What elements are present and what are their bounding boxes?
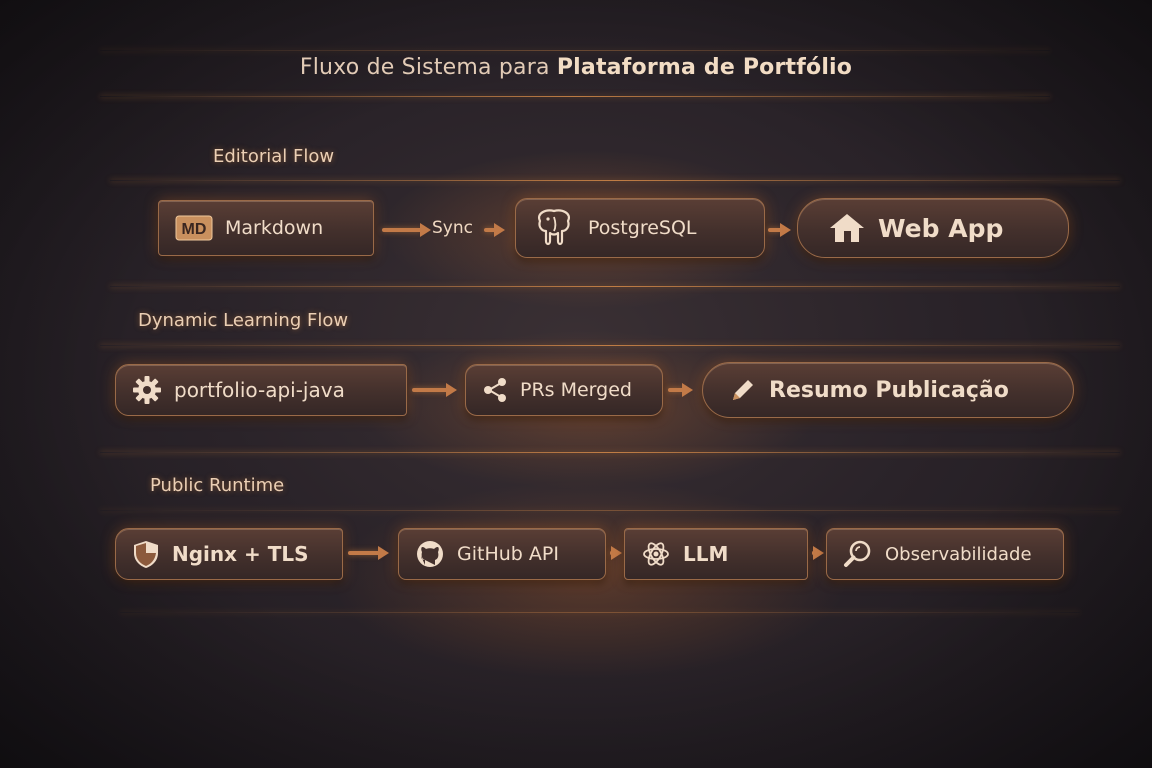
arrow-nginx-github <box>348 546 389 560</box>
section-label-runtime: Public Runtime <box>150 475 285 496</box>
house-icon <box>828 212 866 244</box>
section-label-dynamic: Dynamic Learning Flow <box>138 310 349 331</box>
share-icon <box>482 377 508 403</box>
node-api-label: portfolio-api-java <box>174 378 345 402</box>
github-icon <box>415 539 445 569</box>
runtime-rule-top <box>100 510 1120 511</box>
magnifier-icon <box>843 539 873 569</box>
node-nginx-label: Nginx + TLS <box>172 542 309 566</box>
ai-knot-icon <box>641 539 671 569</box>
node-webapp-label: Web App <box>878 213 1004 243</box>
markdown-badge-text: MD <box>182 221 207 238</box>
shield-icon <box>132 539 160 569</box>
node-prs[interactable]: PRs Merged <box>465 364 663 416</box>
title-rule-top <box>100 50 1050 51</box>
node-github-label: GitHub API <box>457 543 559 565</box>
title-prefix: Fluxo de Sistema para <box>299 55 550 80</box>
node-postgresql-label: PostgreSQL <box>588 217 697 239</box>
arrow-prs-resumo <box>668 383 693 397</box>
arrow-github-llm <box>610 546 622 560</box>
dynamic-rule-bottom <box>100 452 1120 453</box>
page-title: Fluxo de Sistema para Plataforma de Port… <box>0 55 1152 80</box>
markdown-badge-icon: MD <box>175 215 213 241</box>
node-llm[interactable]: LLM <box>624 528 808 580</box>
pencil-icon <box>729 376 757 404</box>
dynamic-rule-top <box>100 345 1120 346</box>
title-rule-bottom <box>100 96 1050 97</box>
edge-label-sync: Sync <box>432 218 473 238</box>
node-api[interactable]: portfolio-api-java <box>115 364 407 416</box>
node-webapp[interactable]: Web App <box>797 198 1069 258</box>
node-llm-label: LLM <box>683 542 729 566</box>
arrow-postgresql-webapp <box>768 223 791 237</box>
title-emphasis: Plataforma de Portfólio <box>556 55 853 80</box>
arrow-markdown-sync <box>382 223 431 237</box>
node-markdown[interactable]: MD Markdown <box>158 200 374 256</box>
node-nginx[interactable]: Nginx + TLS <box>115 528 343 580</box>
arrow-api-prs <box>412 383 457 397</box>
node-markdown-label: Markdown <box>225 217 324 239</box>
arrow-sync-postgresql <box>484 223 505 237</box>
node-obs-label: Observabilidade <box>885 543 1032 565</box>
node-resumo[interactable]: Resumo Publicação <box>702 362 1074 418</box>
editorial-rule-top <box>110 180 1120 181</box>
editorial-rule-bottom <box>110 286 1120 287</box>
arrow-llm-obs <box>812 546 824 560</box>
runtime-rule-bottom <box>120 612 1080 613</box>
node-obs[interactable]: Observabilidade <box>826 528 1064 580</box>
node-prs-label: PRs Merged <box>520 379 632 401</box>
node-resumo-label: Resumo Publicação <box>769 377 1009 403</box>
elephant-icon <box>532 207 576 249</box>
node-postgresql[interactable]: PostgreSQL <box>515 198 765 258</box>
node-github[interactable]: GitHub API <box>398 528 606 580</box>
section-label-editorial: Editorial Flow <box>213 146 335 167</box>
gear-icon <box>132 375 162 405</box>
